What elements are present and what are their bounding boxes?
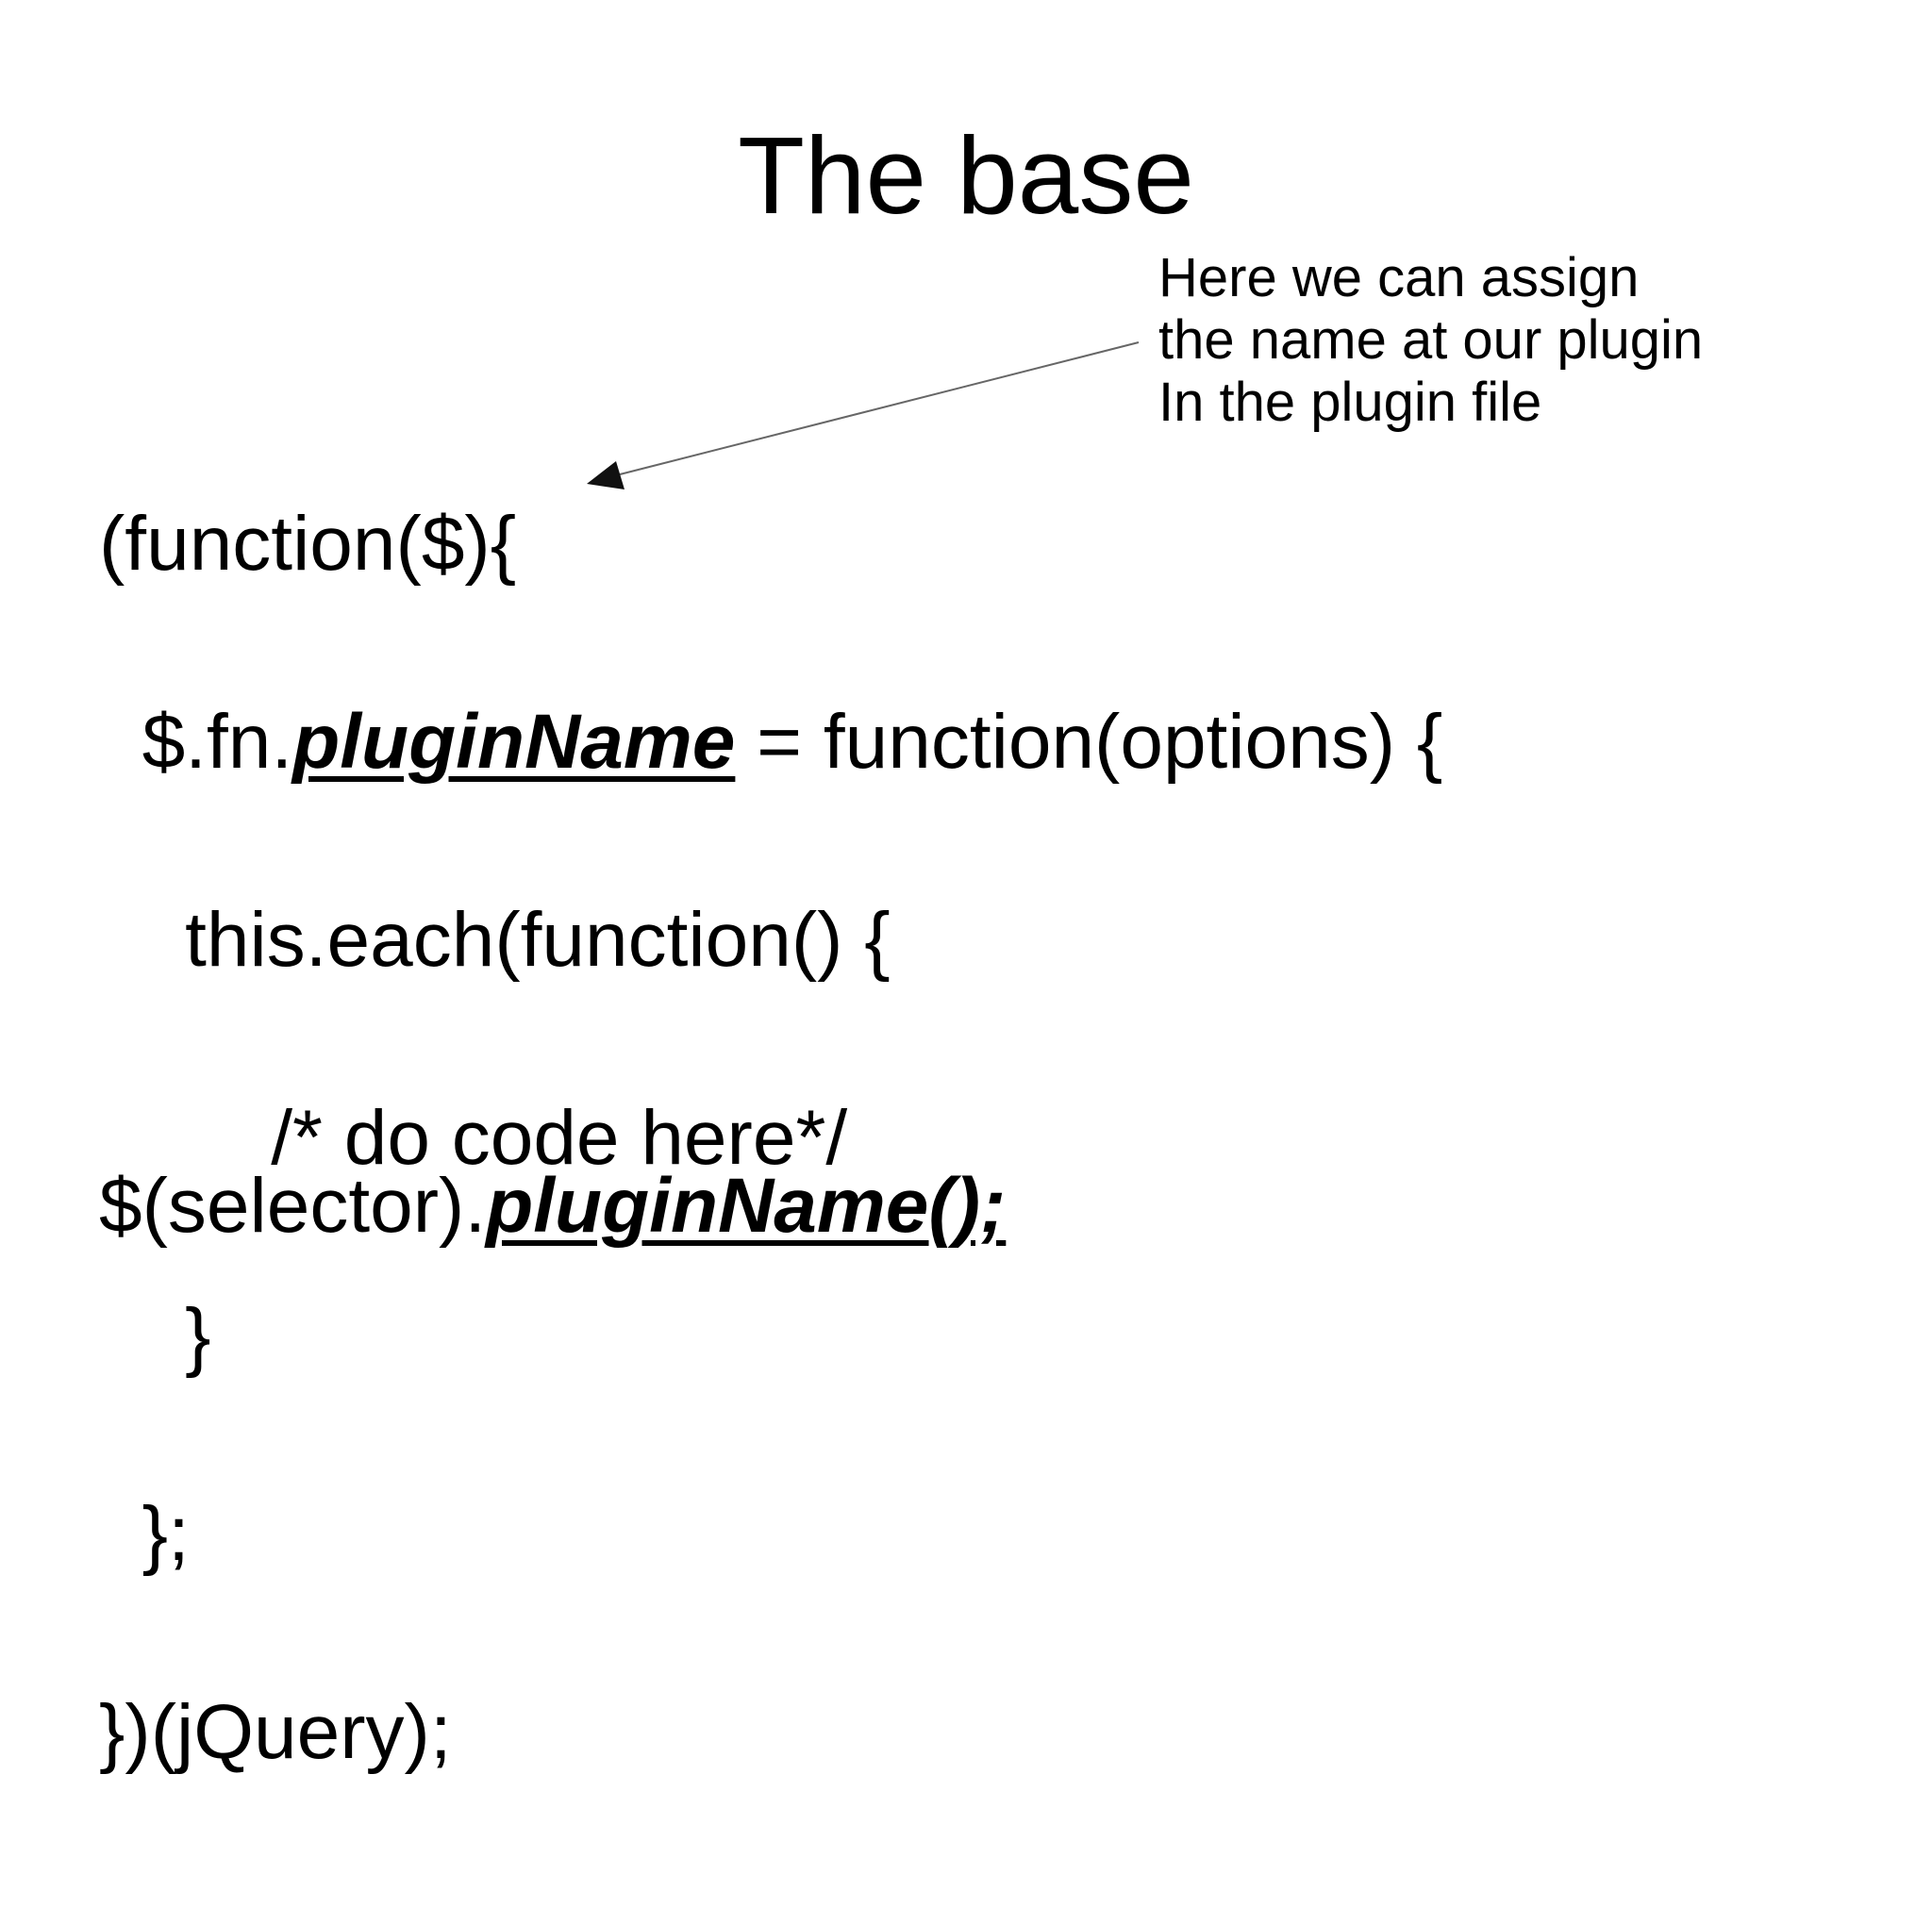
plugin-name-emphasis: pluginName: [292, 699, 736, 785]
code-line: (function($){: [99, 506, 1442, 583]
code-text: $(selector).: [99, 1163, 487, 1249]
code-text: /* do code here*/: [99, 1095, 848, 1181]
annotation-line: In the plugin file: [1158, 372, 1542, 433]
code-line: }: [99, 1298, 1442, 1375]
annotation-text: Here we can assign the name at our plugi…: [1158, 247, 1703, 434]
page-title: The base: [738, 114, 1194, 237]
code-line: })(jQuery);: [99, 1694, 1442, 1771]
code-line: /* do code here*/: [99, 1100, 1442, 1177]
code-text: };: [99, 1491, 190, 1577]
annotation-line: Here we can assign: [1158, 247, 1640, 308]
usage-plugin-name-emphasis: pluginName();: [486, 1163, 1007, 1249]
code-text: this.each(function() {: [99, 897, 891, 983]
code-line: this.each(function() {: [99, 902, 1442, 979]
code-block: (function($){ $.fn.pluginName = function…: [99, 379, 1442, 1898]
code-line: $.fn.pluginName = function(options) {: [99, 704, 1443, 781]
annotation-line: the name at our plugin: [1158, 309, 1704, 371]
code-text: (function($){: [99, 501, 517, 587]
slide-canvas: The base Here we can assign the name at …: [99, 114, 1704, 1771]
code-line: };: [99, 1496, 1442, 1573]
code-text: $.fn.: [99, 699, 293, 785]
code-text: }: [99, 1293, 211, 1379]
usage-line: $(selector).pluginName();: [99, 1168, 1006, 1245]
code-text: })(jQuery);: [99, 1689, 452, 1775]
code-text: = function(options) {: [735, 699, 1443, 785]
